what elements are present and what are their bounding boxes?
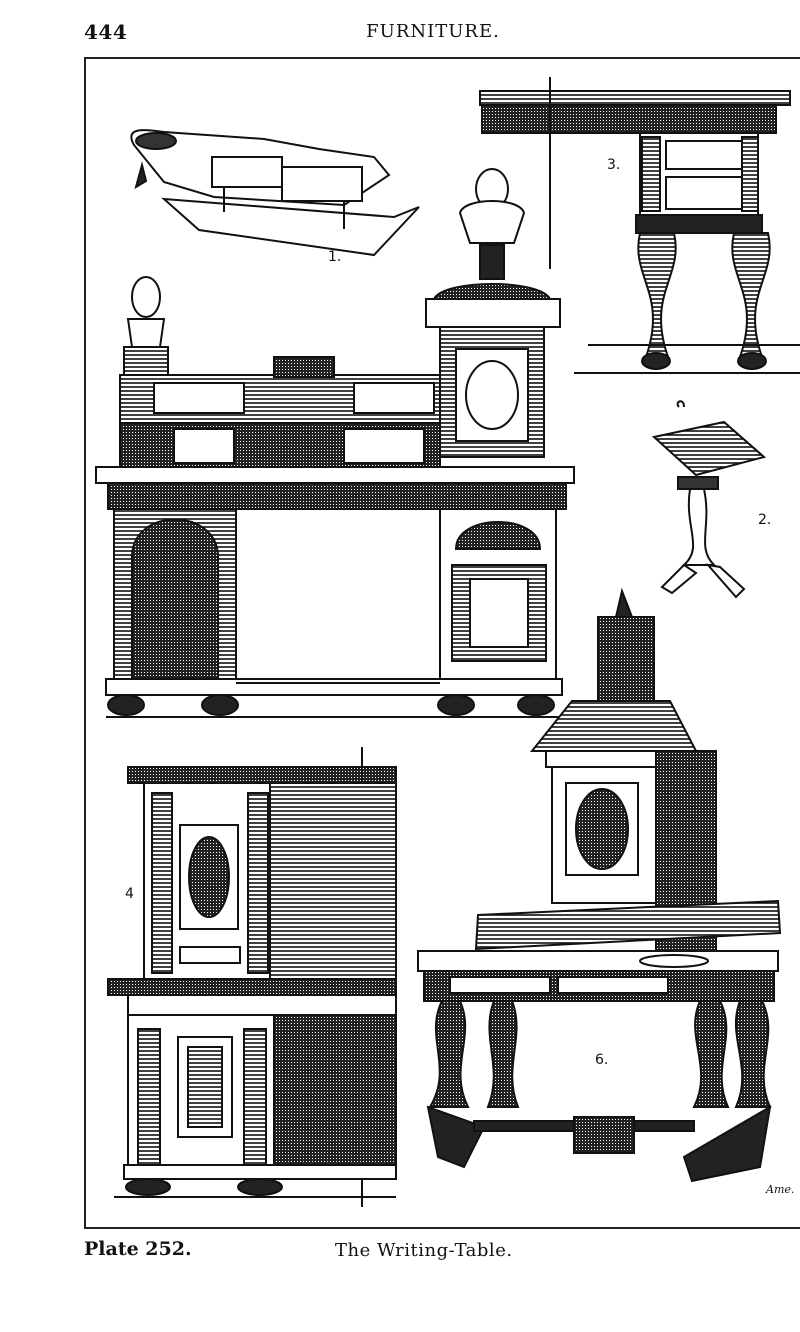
figure-center-drawing (95, 168, 575, 718)
figure-2-label: 2. (758, 512, 772, 528)
figure-6-drawing (417, 587, 782, 1183)
figure-3-label: 3. (607, 157, 621, 173)
figure-1-drawing (130, 129, 420, 257)
figure-2-drawing (651, 400, 767, 599)
artist-signature: Ame. (766, 1183, 795, 1196)
plate-title: The Writing-Table. (335, 1240, 513, 1261)
figure-1-label: 1. (328, 249, 342, 265)
plate-frame (84, 57, 800, 1229)
figure-4-label: 4 (125, 886, 134, 902)
figure-3-drawing (479, 77, 800, 374)
page-number: 444 (84, 20, 128, 44)
figure-4-drawing (107, 747, 397, 1207)
plate-number: Plate 252. (84, 1238, 192, 1260)
plate-illustration (95, 77, 800, 1207)
figure-6-label: 6. (595, 1052, 609, 1068)
running-title: FURNITURE. (366, 21, 500, 42)
